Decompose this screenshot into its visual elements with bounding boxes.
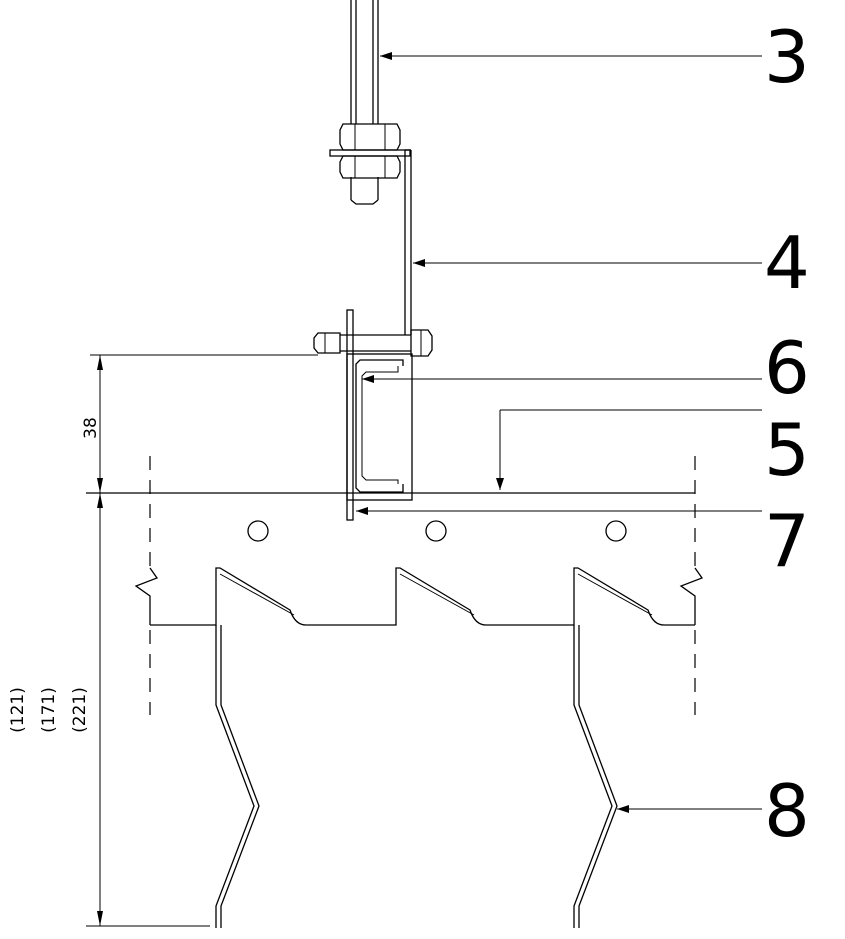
- hanger-bracket: [404, 149, 412, 335]
- c-channel: [346, 353, 413, 501]
- dimension-38: 38: [81, 354, 318, 493]
- callout-3: 3: [764, 15, 810, 99]
- callout-6: 6: [764, 326, 810, 410]
- lower-nut: [339, 155, 401, 179]
- washer-plate: [329, 149, 411, 157]
- dim-221-label: (221): [70, 687, 90, 733]
- dimension-total-height: (121) (171) (221): [8, 493, 210, 927]
- callout-labels: 3 4 6 5 7 8: [764, 15, 810, 853]
- clamp-bolt: [313, 329, 433, 357]
- callout-4: 4: [764, 221, 810, 305]
- callout-8: 8: [764, 769, 810, 853]
- threaded-rod: [350, 0, 379, 205]
- upper-nut: [339, 123, 401, 151]
- deck-profile: [150, 567, 695, 626]
- clip-plate: [346, 309, 354, 521]
- break-lines: [134, 456, 704, 715]
- deck-holes: [247, 520, 627, 542]
- dim-171-label: (171): [39, 687, 59, 733]
- dim-121-label: (121): [8, 687, 28, 733]
- joist-webs: [215, 625, 618, 928]
- dim-38-label: 38: [81, 417, 101, 439]
- leader-lines: [356, 52, 762, 813]
- callout-5: 5: [764, 408, 810, 492]
- callout-7: 7: [764, 499, 810, 583]
